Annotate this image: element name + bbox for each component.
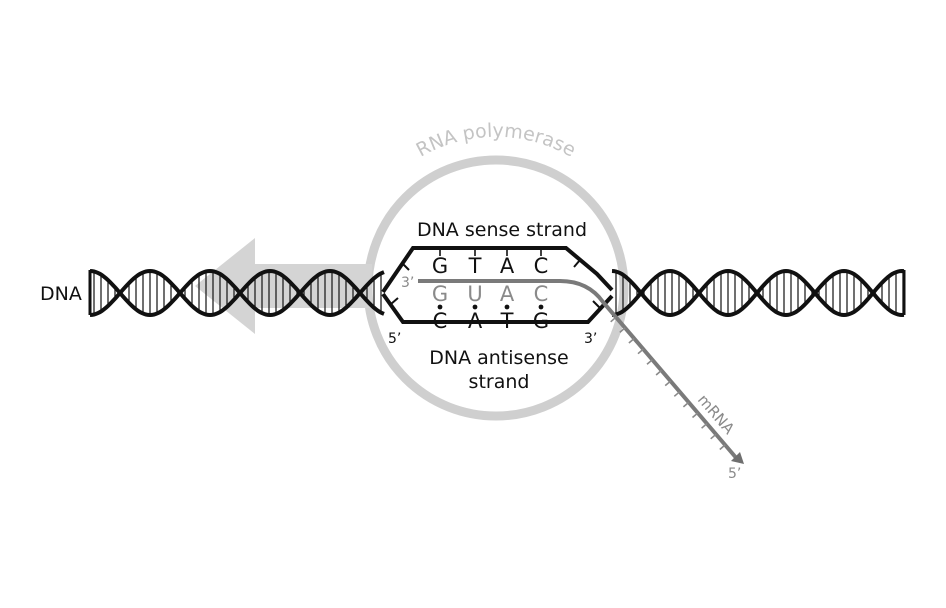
right-helix-base-pairs [615,271,904,315]
mrna-tick [719,444,726,451]
left-dna-helix [89,268,385,318]
sense-base: C [534,254,549,278]
right-dna-helix [611,268,905,318]
right-helix-strand-b [611,268,905,318]
dna-antisense-strand [381,292,614,324]
sense-bases: G T A C [432,254,548,278]
rna-3prime-label: 3’ [401,275,414,291]
mrna-tick [673,391,681,397]
rna-polymerase-label: RNA polymerase [413,120,580,162]
sense-base: A [500,254,515,278]
sense-base: G [432,254,448,278]
antisense-3prime-label: 3’ [584,331,597,347]
rna-5prime-label: 5’ [728,466,741,482]
base-pair-dots [437,304,544,310]
dna-label: DNA [40,283,82,305]
mrna-tick [655,369,663,376]
antisense-strand-ticks [390,297,601,309]
rna-bases: G U A C [432,282,548,306]
rna-base: C [534,282,549,306]
sense-base-stems [439,250,542,256]
antisense-base: T [500,309,514,333]
mrna-strand [418,279,740,462]
left-helix-base-pairs [93,271,382,315]
left-helix-strand-a [89,268,385,318]
mrna-tick [619,327,626,334]
antisense-strand-label-line1: DNA antisense [429,347,569,369]
mrna-tick [646,359,653,365]
mrna-tick [664,380,672,387]
rna-polymerase-label-path: RNA polymerase [413,120,580,162]
sense-base: T [468,254,482,278]
mrna-tick [682,401,690,408]
antisense-bases: C A T G [433,309,549,333]
mrna-ticks [610,316,726,451]
sense-strand-ticks [401,259,581,271]
antisense-base: G [533,309,549,333]
mrna-tick [637,348,644,355]
antisense-5prime-label: 5’ [388,331,401,347]
mrna-tick [710,433,717,440]
mrna-tick [701,422,708,429]
antisense-strand-label-line2: strand [469,371,530,393]
left-helix-strand-b [89,268,385,318]
rna-base: U [467,282,482,306]
antisense-base: C [433,309,448,333]
mrna-tick [610,316,617,323]
mrna-tick [691,412,699,419]
rna-base: A [500,282,515,306]
sense-strand-label: DNA sense strand [417,219,587,241]
rna-base: G [432,282,448,306]
mrna-arrowhead [731,452,744,464]
antisense-base: A [468,309,483,333]
mrna-tick [628,337,635,344]
